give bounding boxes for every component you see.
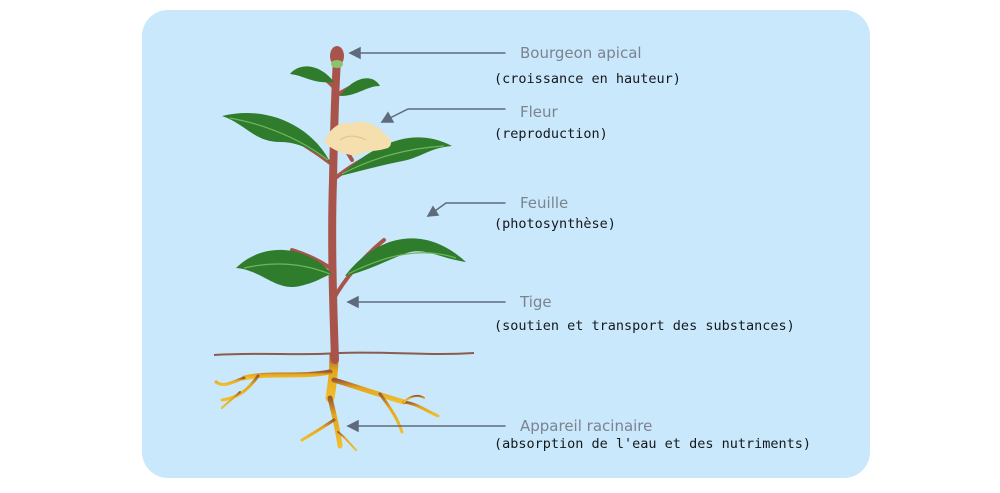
leaf-middle-left	[222, 113, 330, 162]
diagram-panel	[142, 10, 870, 478]
leaf-bottom-left	[236, 249, 332, 288]
label-fleur-title: Fleur	[520, 103, 558, 121]
stem	[328, 56, 341, 364]
label-racinaire-title: Appareil racinaire	[520, 417, 653, 435]
annotation-arrows	[346, 46, 506, 433]
apical-bud	[330, 46, 344, 68]
root-system	[214, 350, 440, 451]
label-bourgeon-title: Bourgeon apical	[520, 44, 642, 62]
soil-line	[213, 351, 475, 356]
leaf-middle-right	[340, 137, 452, 176]
label-racinaire-desc: (absorption de l'eau et des nutriments)	[494, 436, 811, 452]
arrow-fleur	[381, 108, 506, 123]
leaf-top-left	[290, 66, 334, 83]
leaf-group	[222, 66, 466, 288]
leaf-top-right	[340, 78, 380, 96]
flower	[324, 121, 391, 156]
label-feuille-title: Feuille	[520, 194, 569, 212]
label-feuille-desc: (photosynthèse)	[494, 216, 616, 232]
leaf-bottom-right	[345, 238, 466, 276]
label-fleur-desc: (reproduction)	[494, 126, 608, 142]
arrow-feuille	[427, 202, 506, 217]
label-bourgeon-desc: (croissance en hauteur)	[494, 71, 681, 87]
label-tige-title: Tige	[520, 293, 552, 311]
label-tige-desc: (soutien et transport des substances)	[494, 318, 795, 334]
